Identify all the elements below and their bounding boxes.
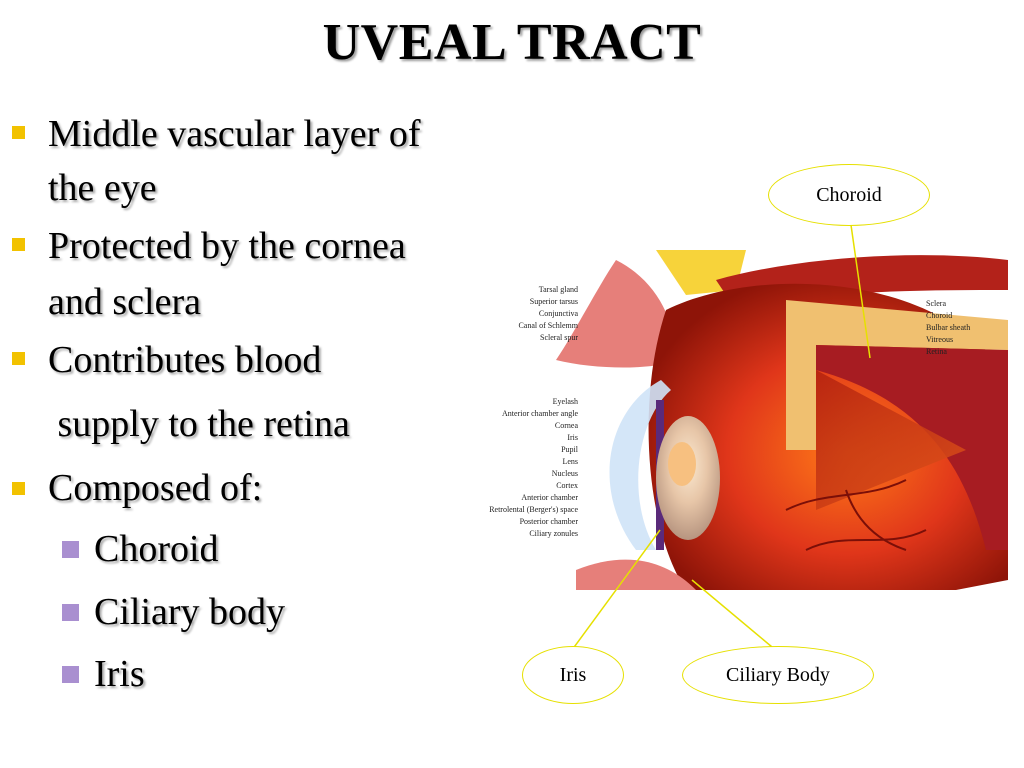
sub-bullet-marker bbox=[62, 666, 79, 683]
bullet-text: Protected by the cornea bbox=[48, 225, 406, 267]
bullet-marker bbox=[12, 238, 25, 251]
bullet-text: Composed of: bbox=[48, 467, 263, 509]
bullet-text-continued: the eye bbox=[48, 167, 157, 209]
anatomy-label-list-left: Tarsal gland Superior tarsus Conjunctiva… bbox=[488, 284, 578, 540]
bullet-text: Contributes blood bbox=[48, 339, 322, 381]
anatomy-label: Tarsal gland bbox=[538, 285, 578, 294]
callout-iris: Iris bbox=[522, 646, 624, 704]
anatomy-label: Ciliary zonules bbox=[529, 529, 578, 538]
anatomy-label: Eyelash bbox=[552, 397, 578, 406]
anatomy-label: Vitreous bbox=[926, 335, 954, 344]
anatomy-label: Anterior chamber bbox=[521, 493, 578, 502]
anatomy-label: Cortex bbox=[556, 481, 578, 490]
callout-choroid: Choroid bbox=[768, 164, 930, 226]
anatomy-label-list-right: Sclera Choroid Bulbar sheath Vitreous Re… bbox=[926, 298, 1022, 358]
anatomy-label: Superior tarsus bbox=[529, 297, 578, 306]
bullet-marker bbox=[12, 482, 25, 495]
bullet-text-continued: supply to the retina bbox=[48, 403, 350, 445]
sub-bullet-text: Choroid bbox=[94, 528, 219, 570]
anatomy-label: Pupil bbox=[561, 445, 578, 454]
anatomy-label: Iris bbox=[567, 433, 578, 442]
bullet-text: Middle vascular layer of bbox=[48, 113, 421, 155]
anatomy-label: Nucleus bbox=[551, 469, 578, 478]
sub-bullet-marker bbox=[62, 604, 79, 621]
anatomy-label: Retrolental (Berger's) space bbox=[489, 505, 578, 514]
bullet-text-continued: and sclera bbox=[48, 281, 201, 323]
anatomy-label: Sclera bbox=[926, 299, 946, 308]
eye-anatomy-image bbox=[486, 250, 1008, 590]
anatomy-label: Lens bbox=[562, 457, 578, 466]
bullet-marker bbox=[12, 352, 25, 365]
anatomy-label: Cornea bbox=[554, 421, 578, 430]
anatomy-label: Bulbar sheath bbox=[926, 323, 971, 332]
anatomy-label: Posterior chamber bbox=[519, 517, 578, 526]
anatomy-label: Canal of Schlemm bbox=[518, 321, 578, 330]
sub-bullet-text: Iris bbox=[94, 653, 145, 695]
anatomy-label: Scleral spur bbox=[540, 333, 578, 342]
sub-bullet-marker bbox=[62, 541, 79, 558]
anatomy-label: Retina bbox=[926, 347, 947, 356]
anatomy-label: Choroid bbox=[926, 311, 953, 320]
anatomy-label: Conjunctiva bbox=[538, 309, 578, 318]
callout-ciliary-body: Ciliary Body bbox=[682, 646, 874, 704]
slide-title: UVEAL TRACT bbox=[322, 14, 702, 71]
sub-bullet-text: Ciliary body bbox=[94, 591, 286, 633]
anatomy-label: Anterior chamber angle bbox=[502, 409, 578, 418]
bullet-marker bbox=[12, 126, 25, 139]
